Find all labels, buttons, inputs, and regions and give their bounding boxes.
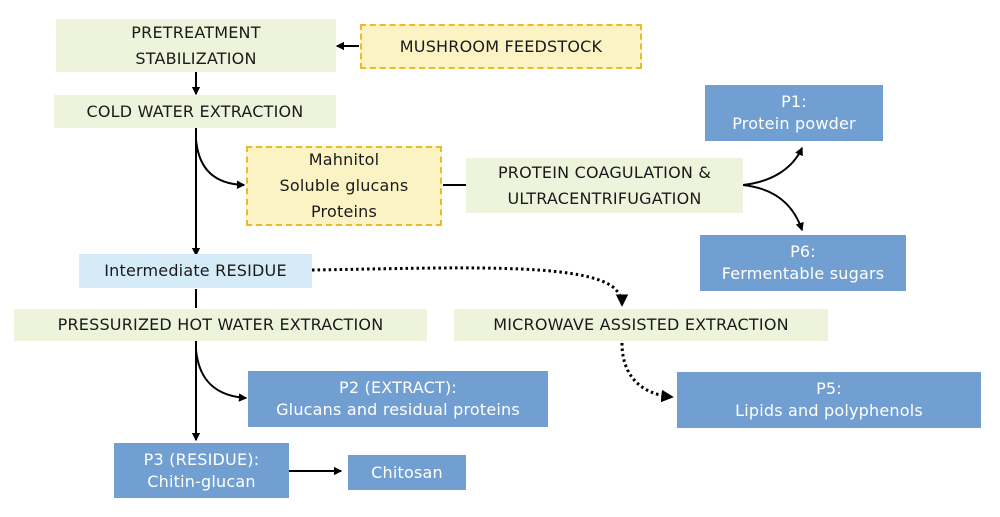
pressurized-hot-water-node: PRESSURIZED HOT WATER EXTRACTION — [14, 309, 427, 341]
microwave-label: MICROWAVE ASSISTED EXTRACTION — [493, 315, 789, 334]
p5-line-2: Lipids and polyphenols — [735, 401, 923, 420]
soluble-line-3: Proteins — [310, 202, 378, 221]
p5-product-node: P5: Lipids and polyphenols — [677, 372, 981, 428]
edge-residue-to-microwave — [311, 266, 629, 307]
p1-line-2: Protein powder — [732, 114, 856, 133]
chitosan-product-node: Chitosan — [348, 455, 466, 490]
p1-product-node: P1: Protein powder — [705, 85, 883, 141]
edge-microwave-to-p5 — [620, 342, 674, 403]
p3-line-1: P3 (RESIDUE): — [143, 449, 260, 469]
pretreatment-line-2: STABILIZATION — [135, 48, 257, 68]
p6-line-1: P6: — [790, 242, 816, 261]
p3-line-2: Chitin-glucan — [147, 471, 256, 491]
residue-label: Intermediate RESIDUE — [104, 261, 287, 280]
feedstock-label: MUSHROOM FEEDSTOCK — [399, 36, 603, 56]
chitosan-label: Chitosan — [371, 462, 443, 482]
edge-coagulation-to-p6 — [742, 184, 804, 232]
p5-line-1: P5: — [816, 379, 842, 398]
microwave-extraction-node: MICROWAVE ASSISTED EXTRACTION — [454, 309, 828, 341]
pretreatment-stabilization-node: PRETREATMENT STABILIZATION — [56, 19, 336, 72]
cold-water-extraction-node: COLD WATER EXTRACTION — [54, 95, 336, 128]
p6-line-2: Fermentable sugars — [721, 264, 885, 283]
intermediate-residue-node: Intermediate RESIDUE — [79, 254, 312, 288]
p6-product-node: P6: Fermentable sugars — [700, 235, 906, 291]
p2-line-1: P2 (EXTRACT): — [338, 378, 458, 397]
hot-water-label: PRESSURIZED HOT WATER EXTRACTION — [57, 315, 384, 334]
soluble-line-1: Mahnitol — [308, 150, 380, 169]
p3-product-node: P3 (RESIDUE): Chitin-glucan — [114, 443, 289, 498]
coagulation-line-1: PROTEIN COAGULATION & — [497, 162, 712, 182]
p2-line-2: Glucans and residual proteins — [276, 400, 520, 419]
cold-water-label: COLD WATER EXTRACTION — [86, 101, 304, 121]
soluble-line-2: Soluble glucans — [279, 176, 409, 195]
protein-coagulation-node: PROTEIN COAGULATION & ULTRACENTRIFUGATIO… — [466, 158, 743, 213]
coagulation-line-2: ULTRACENTRIFUGATION — [507, 188, 702, 208]
mushroom-feedstock-node: MUSHROOM FEEDSTOCK — [360, 24, 642, 69]
p1-line-1: P1: — [781, 92, 807, 111]
edge-cold-water-to-soluble — [195, 139, 246, 189]
edge-coagulation-to-p1 — [742, 146, 803, 186]
soluble-fraction-node: Mahnitol Soluble glucans Proteins — [246, 146, 442, 226]
edge-hot-water-to-p2 — [195, 349, 248, 402]
pretreatment-line-1: PRETREATMENT — [131, 22, 261, 42]
p2-product-node: P2 (EXTRACT): Glucans and residual prote… — [248, 371, 548, 427]
